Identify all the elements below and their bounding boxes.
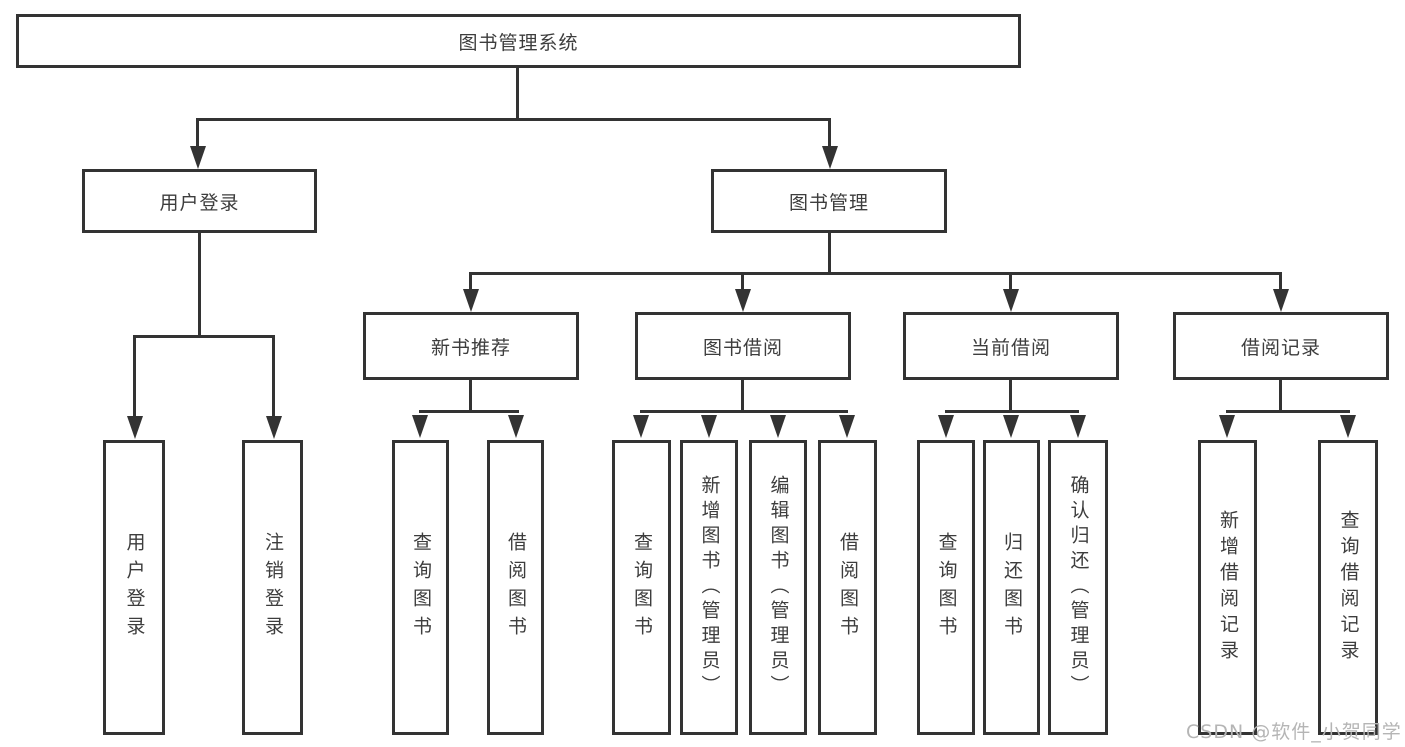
connector-line <box>828 233 831 275</box>
arrow-down-icon <box>1003 289 1019 312</box>
arrow-down-icon <box>770 415 786 438</box>
node-label: 新增图书（管理员） <box>698 475 721 700</box>
node-book-management-branch: 图书管理 <box>711 169 947 233</box>
node-label: 借阅图书 <box>837 531 859 644</box>
arrow-down-icon <box>508 415 524 438</box>
leaf-edit-books-admin: 编辑图书（管理员） <box>749 440 807 735</box>
leaf-confirm-return-admin: 确认归还（管理员） <box>1048 440 1108 735</box>
connector-line <box>1226 410 1350 413</box>
node-label: 借阅图书 <box>505 531 527 644</box>
node-label: 新增借阅记录 <box>1217 509 1239 666</box>
arrow-down-icon <box>1273 289 1289 312</box>
connector-line <box>133 335 275 338</box>
node-label: 图书管理系统 <box>458 31 579 54</box>
node-label: 当前借阅 <box>970 336 1051 359</box>
node-label: 图书管理 <box>788 191 869 214</box>
connector-line <box>828 118 831 151</box>
csdn-watermark: CSDN @软件_小贺同学 <box>1186 721 1402 743</box>
node-label: 新书推荐 <box>430 336 511 359</box>
leaf-recommend-borrow-books: 借阅图书 <box>487 440 544 735</box>
connector-line <box>272 335 275 421</box>
arrow-down-icon <box>463 289 479 312</box>
leaf-recommend-query-books: 查询图书 <box>392 440 449 735</box>
node-borrow-records: 借阅记录 <box>1173 312 1389 380</box>
leaf-query-borrow-record: 查询借阅记录 <box>1318 440 1378 735</box>
connector-line <box>640 410 848 413</box>
arrow-down-icon <box>190 146 206 169</box>
node-new-book-recommend: 新书推荐 <box>363 312 579 380</box>
connector-line <box>196 118 199 151</box>
arrow-down-icon <box>633 415 649 438</box>
connector-line <box>1279 380 1282 413</box>
arrow-down-icon <box>127 416 143 439</box>
leaf-return-books: 归还图书 <box>983 440 1040 735</box>
node-label: 图书借阅 <box>702 336 783 359</box>
connector-line <box>198 233 201 337</box>
node-current-borrow: 当前借阅 <box>903 312 1119 380</box>
node-user-login-branch: 用户登录 <box>82 169 317 233</box>
connector-line <box>196 118 831 121</box>
node-label: 借阅记录 <box>1240 336 1321 359</box>
arrow-down-icon <box>735 289 751 312</box>
connector-line <box>469 272 1282 275</box>
node-label: 用户登录 <box>159 191 240 214</box>
connector-line <box>1279 272 1282 292</box>
node-label: 确认归还（管理员） <box>1067 475 1090 700</box>
node-label: 查询图书 <box>631 531 653 644</box>
leaf-add-books-admin: 新增图书（管理员） <box>680 440 738 735</box>
leaf-add-borrow-record: 新增借阅记录 <box>1198 440 1257 735</box>
node-label: 归还图书 <box>1001 531 1023 644</box>
leaf-logout: 注销登录 <box>242 440 303 735</box>
arrow-down-icon <box>822 146 838 169</box>
node-label: 查询图书 <box>410 531 432 644</box>
arrow-down-icon <box>1070 415 1086 438</box>
leaf-current-query-books: 查询图书 <box>917 440 975 735</box>
node-label: 查询图书 <box>935 531 958 644</box>
node-label: 编辑图书（管理员） <box>767 475 790 700</box>
arrow-down-icon <box>701 415 717 438</box>
connector-line <box>133 335 136 421</box>
connector-line <box>469 380 472 413</box>
connector-line <box>1009 380 1012 413</box>
connector-line <box>419 410 519 413</box>
node-label: 用户登录 <box>123 531 146 644</box>
arrow-down-icon <box>266 416 282 439</box>
connector-line <box>469 272 472 292</box>
arrow-down-icon <box>412 415 428 438</box>
leaf-user-login: 用户登录 <box>103 440 165 735</box>
arrow-down-icon <box>938 415 954 438</box>
arrow-down-icon <box>839 415 855 438</box>
connector-line <box>741 272 744 292</box>
connector-line <box>741 380 744 413</box>
node-library-management-system: 图书管理系统 <box>16 14 1021 68</box>
connector-line <box>516 67 519 120</box>
leaf-borrow-borrow-books: 借阅图书 <box>818 440 877 735</box>
leaf-borrow-query-books: 查询图书 <box>612 440 671 735</box>
node-book-borrow: 图书借阅 <box>635 312 851 380</box>
arrow-down-icon <box>1003 415 1019 438</box>
node-label: 注销登录 <box>262 531 284 644</box>
arrow-down-icon <box>1340 415 1356 438</box>
connector-line <box>1009 272 1012 292</box>
connector-line <box>945 410 1079 413</box>
arrow-down-icon <box>1219 415 1235 438</box>
node-label: 查询借阅记录 <box>1337 509 1360 666</box>
